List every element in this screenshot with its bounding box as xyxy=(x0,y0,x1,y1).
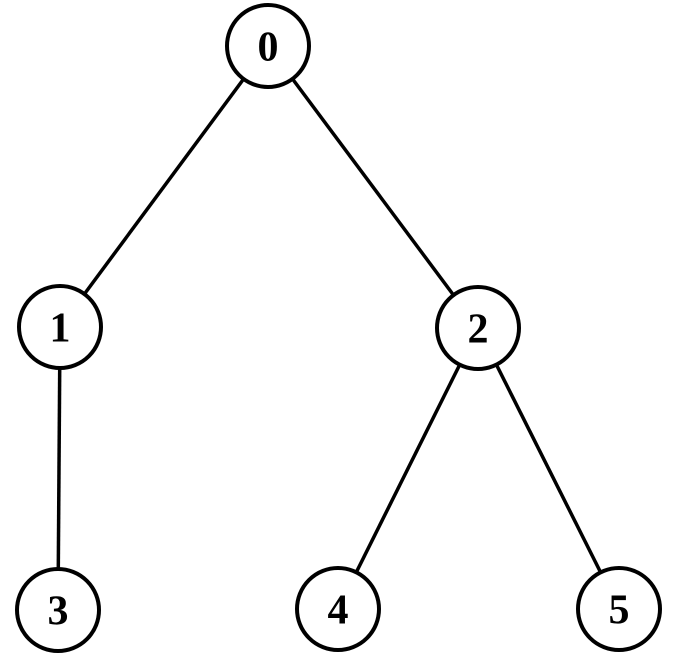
tree-node-label-5: 5 xyxy=(609,588,630,634)
tree-edge-0-2 xyxy=(266,44,480,330)
tree-edge-1-3 xyxy=(56,326,62,611)
tree-node-1: 1 xyxy=(17,284,103,370)
tree-node-3: 3 xyxy=(15,567,101,653)
tree-node-circle-2 xyxy=(435,285,521,371)
tree-node-label-0: 0 xyxy=(258,25,279,71)
tree-node-label-4: 4 xyxy=(328,588,349,634)
tree-node-circle-0 xyxy=(225,3,311,89)
tree-node-0: 0 xyxy=(225,3,311,89)
tree-node-circle-4 xyxy=(295,566,381,652)
tree-node-5: 5 xyxy=(576,566,662,652)
tree-node-circle-3 xyxy=(15,567,101,653)
tree-node-4: 4 xyxy=(295,566,381,652)
tree-edge-2-4 xyxy=(336,327,480,610)
tree-node-label-1: 1 xyxy=(50,306,71,352)
tree-edge-0-1 xyxy=(58,44,270,329)
tree-node-2: 2 xyxy=(435,285,521,371)
tree-node-label-3: 3 xyxy=(48,589,69,635)
tree-node-label-2: 2 xyxy=(468,307,489,353)
tree-node-circle-1 xyxy=(17,284,103,370)
tree-edge-2-5 xyxy=(476,327,621,610)
tree-node-circle-5 xyxy=(576,566,662,652)
